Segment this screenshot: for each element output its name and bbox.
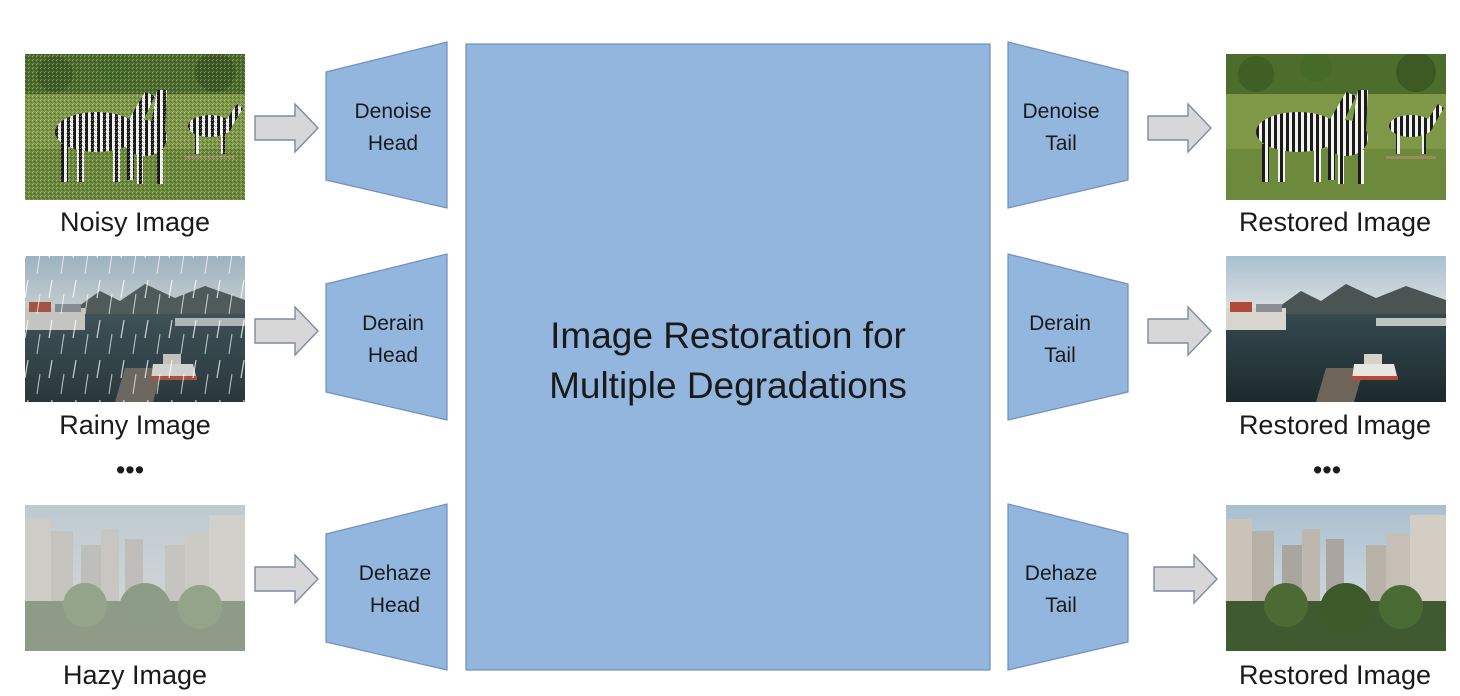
dehaze-tail-label-line1: Dehaze <box>1025 562 1097 585</box>
output-label-dehazed: Restored Image <box>1239 660 1431 690</box>
denoise-tail-block <box>1007 41 1129 209</box>
restoration-body-block <box>465 43 991 671</box>
input-label-rainy: Rainy Image <box>59 410 211 440</box>
dehaze-head-block <box>325 503 448 671</box>
derain-tail-label-line2: Tail <box>1044 344 1076 367</box>
input-label-noisy: Noisy Image <box>60 207 210 237</box>
denoise-head-label-line2: Head <box>368 132 418 155</box>
center-label-line2: Multiple Degradations <box>549 365 907 406</box>
arrow-output-dehaze <box>1153 553 1218 605</box>
output-label-derained: Restored Image <box>1239 410 1431 440</box>
denoise-tail-label-line1: Denoise <box>1022 100 1099 123</box>
dehaze-head-label-line2: Head <box>370 594 420 617</box>
arrow-input-derain <box>254 305 319 357</box>
output-image-denoised <box>1226 54 1446 200</box>
dehaze-head-label-line1: Dehaze <box>359 562 431 585</box>
output-image-derained <box>1226 256 1446 402</box>
input-image-hazy <box>25 505 245 651</box>
derain-head-block <box>325 253 448 421</box>
arrow-input-dehaze <box>254 553 319 605</box>
input-image-noisy <box>25 54 245 200</box>
arrow-input-denoise <box>254 102 319 154</box>
dehaze-tail-block <box>1007 503 1129 671</box>
derain-head-label-line1: Derain <box>362 312 424 335</box>
dehaze-tail-label-line2: Tail <box>1045 594 1077 617</box>
output-ellipsis: ••• <box>1313 455 1341 485</box>
arrow-output-derain <box>1147 305 1212 357</box>
denoise-head-block <box>325 41 448 209</box>
input-label-hazy: Hazy Image <box>63 660 207 690</box>
denoise-tail-label-line2: Tail <box>1045 132 1077 155</box>
derain-tail-block <box>1007 253 1129 421</box>
input-ellipsis: ••• <box>116 455 144 485</box>
center-label-line1: Image Restoration for <box>550 315 906 356</box>
derain-tail-label-line1: Derain <box>1029 312 1091 335</box>
output-image-dehazed <box>1226 505 1446 651</box>
derain-head-label-line2: Head <box>368 344 418 367</box>
arrow-output-denoise <box>1147 102 1212 154</box>
output-label-denoised: Restored Image <box>1239 207 1431 237</box>
input-image-rainy <box>25 256 245 402</box>
denoise-head-label-line1: Denoise <box>354 100 431 123</box>
